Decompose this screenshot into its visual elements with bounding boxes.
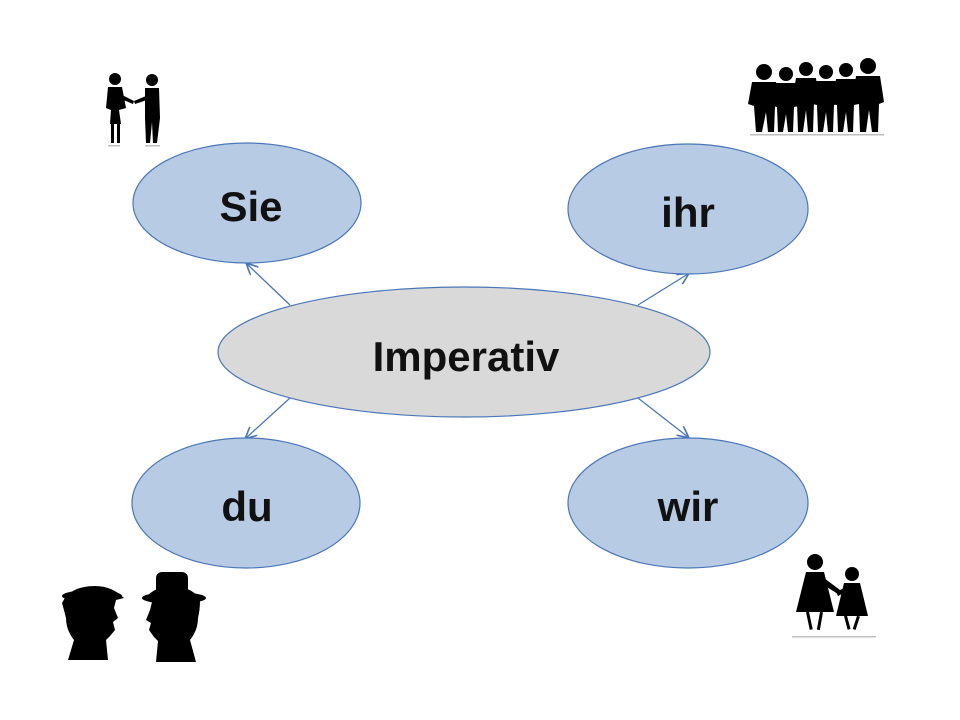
- node-du-label: du: [221, 483, 272, 530]
- node-wir-label: wir: [657, 483, 719, 530]
- node-sie-shape: [132, 142, 362, 264]
- node-imperativ-shape: [217, 286, 711, 418]
- arrow-to-ihr: [637, 274, 688, 306]
- couple-profile-silhouette-icon: [62, 572, 206, 662]
- children-dancing-silhouette-icon: [792, 554, 876, 638]
- arrow-to-wir: [637, 397, 688, 437]
- node-wir: wir: [567, 437, 809, 569]
- arrow-to-du: [246, 397, 291, 438]
- node-du: du: [131, 437, 361, 569]
- node-ihr: ihr: [567, 143, 809, 275]
- handshake-silhouette-icon: [106, 73, 160, 147]
- node-sie-label: Sie: [219, 183, 282, 230]
- node-wir-shape: [567, 437, 809, 569]
- node-ihr-shape: [567, 143, 809, 275]
- node-sie: Sie: [132, 142, 362, 264]
- node-imperativ-label: Imperativ: [373, 333, 560, 380]
- arrow-to-sie: [247, 264, 291, 306]
- node-du-shape: [131, 437, 361, 569]
- group-of-friends-silhouette-icon: [748, 58, 884, 136]
- node-imperativ: Imperativ: [217, 286, 711, 418]
- node-ihr-label: ihr: [661, 189, 715, 236]
